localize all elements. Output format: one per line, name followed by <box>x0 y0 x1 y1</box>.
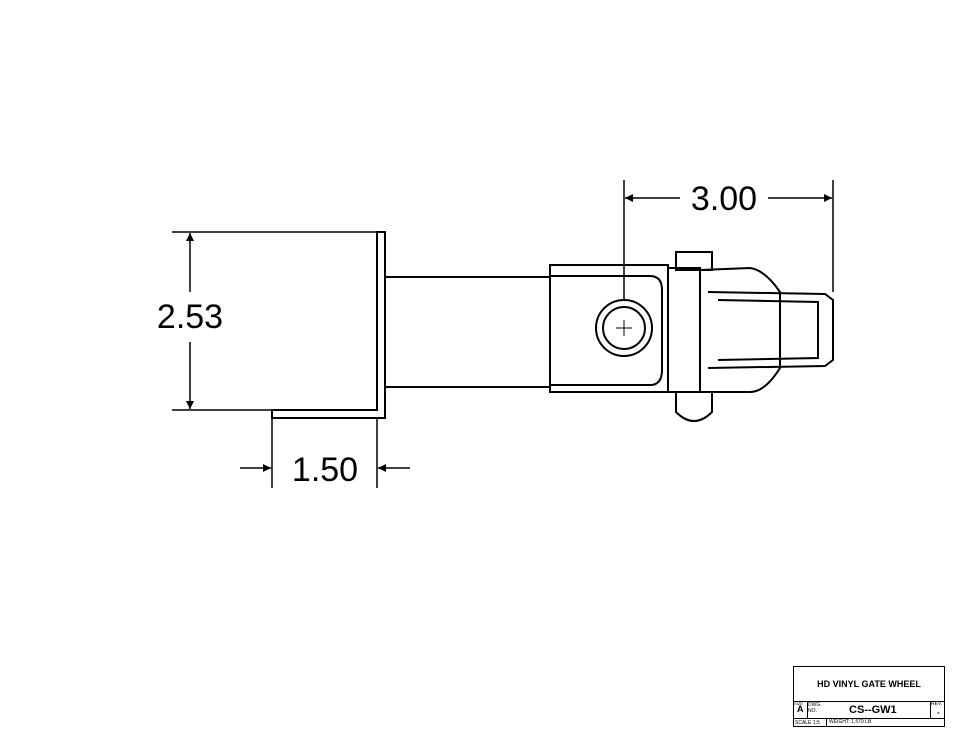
size-cell: SIZE A <box>794 701 808 718</box>
arm-tube <box>385 276 551 388</box>
drawing-title: HD VINYL GATE WHEEL <box>794 667 944 702</box>
clevis-inner <box>550 275 663 386</box>
wheel-fork <box>699 266 781 393</box>
weight-value: 1.579 LB. <box>851 719 873 725</box>
dimension-height-left: 2.53 <box>157 298 223 336</box>
wheel-bracket <box>668 267 701 393</box>
size-value: A <box>797 704 804 714</box>
rev-label: REV. <box>931 701 943 707</box>
pivot-bolt-inner <box>602 306 646 350</box>
rev-cell: REV. - <box>930 701 946 718</box>
axle-nut <box>675 391 713 422</box>
weight-label: WEIGHT: <box>829 719 850 725</box>
scale-text: SCALE 1:5 <box>795 720 820 726</box>
dwg-label-2: NO. <box>808 708 817 714</box>
wheel-tire <box>707 291 834 369</box>
title-block-footer: SCALE 1:5 WEIGHT: 1.579 LB. <box>794 719 944 727</box>
drawing-number: CS--GW1 <box>849 704 897 716</box>
title-block: HD VINYL GATE WHEEL SIZE A DWG. NO. CS--… <box>793 666 945 727</box>
dwg-label: DWG. NO. <box>808 702 822 714</box>
dimension-width-bottom: 1.50 <box>292 451 358 489</box>
weight-cell: WEIGHT: 1.579 LB. <box>826 719 873 727</box>
bracket-plate <box>271 231 386 419</box>
clevis-yoke <box>549 264 669 393</box>
rev-value: - <box>937 708 940 717</box>
wheel-hub <box>717 299 819 361</box>
title-block-row: SIZE A DWG. NO. CS--GW1 REV. - <box>794 701 944 719</box>
dwg-label-1: DWG. <box>808 702 822 708</box>
size-label: SIZE <box>794 701 803 706</box>
dimension-width-top: 3.00 <box>691 180 757 218</box>
